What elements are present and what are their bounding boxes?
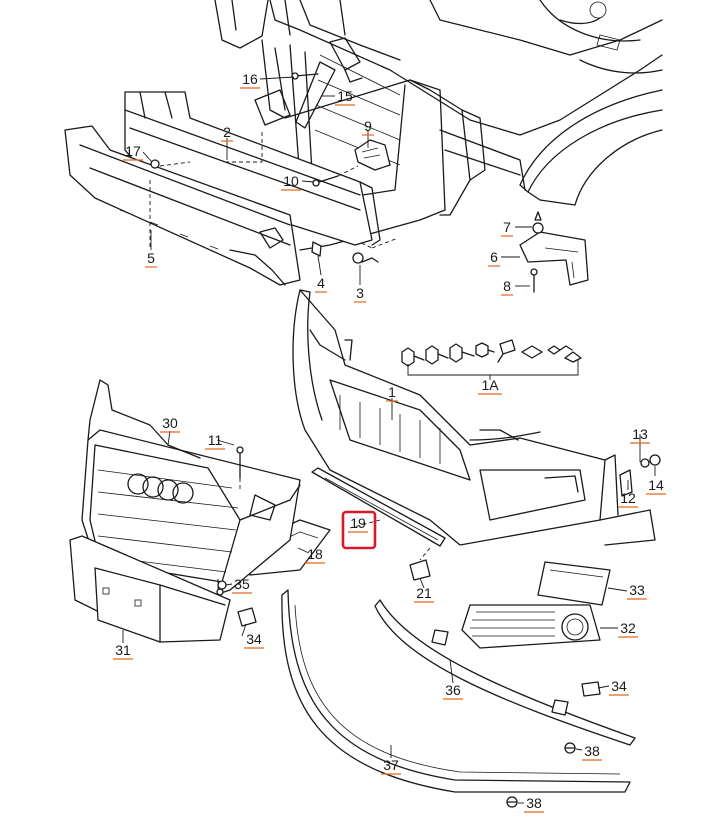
highlight-box-19 [341,510,377,550]
bolt-38a [564,742,576,754]
callout-36: 36 [443,682,463,700]
callout-2: 2 [221,124,233,142]
trim-strip-19 [311,467,446,547]
callout-15: 15 [335,88,355,106]
bolt-10 [312,165,359,187]
callout-16: 16 [240,71,260,89]
svg-text:34: 34 [611,678,627,694]
callout-38-upper: 38 [582,743,602,761]
callout-11: 11 [205,432,225,450]
bracket-15 [295,61,336,129]
svg-text:2: 2 [223,124,231,140]
svg-text:7: 7 [503,219,511,235]
callout-19: 19 [348,515,368,533]
callout-31: 31 [113,642,133,660]
callout-10: 10 [281,173,301,191]
svg-text:12: 12 [620,490,636,506]
side-bracket-assembly [519,211,589,293]
leader-lines [122,76,656,804]
bolt-38b [506,796,518,808]
callout-14: 14 [646,477,666,495]
spoiler-37 [281,589,631,793]
callout-3: 3 [354,285,366,303]
svg-text:10: 10 [283,173,299,189]
callout-5: 5 [145,250,157,268]
spoiler-36 [374,599,636,746]
callout-7: 7 [501,219,513,237]
svg-text:17: 17 [125,143,141,159]
callout-30: 30 [160,415,180,433]
bolt-35 [217,580,227,590]
svg-text:32: 32 [620,620,636,636]
clip-13-14 [619,454,661,497]
callout-13: 13 [630,426,650,444]
svg-text:38: 38 [526,795,542,811]
callout-37: 37 [381,757,401,775]
callout-1a: 1A [478,377,502,395]
fastener-kit-1a [401,339,582,380]
bumper-carrier-assembly [64,91,381,286]
svg-text:33: 33 [629,582,645,598]
callout-6: 6 [488,249,500,267]
svg-text:8: 8 [503,278,511,294]
svg-text:3: 3 [356,285,364,301]
svg-text:14: 14 [648,477,664,493]
callout-33: 33 [627,582,647,600]
callout-4: 4 [315,275,327,293]
svg-text:36: 36 [445,682,461,698]
svg-text:35: 35 [234,576,250,592]
svg-text:4: 4 [317,275,325,291]
callout-8: 8 [501,278,513,296]
svg-text:34: 34 [246,631,262,647]
callout-1: 1 [386,384,398,402]
svg-text:21: 21 [416,585,432,601]
svg-text:31: 31 [115,642,131,658]
callout-9: 9 [362,118,374,136]
bracket-9 [354,139,391,171]
svg-text:37: 37 [383,757,399,773]
cover-33 [537,561,611,606]
callout-21: 21 [414,585,434,603]
svg-text:13: 13 [632,426,648,442]
callout-18: 18 [305,546,325,564]
callout-34-right: 34 [609,678,629,696]
svg-text:5: 5 [147,250,155,266]
callout-38-lower: 38 [524,795,544,813]
svg-text:6: 6 [490,249,498,265]
fog-grille-32 [461,604,601,649]
svg-text:18: 18 [307,546,323,562]
svg-text:1: 1 [388,384,396,400]
callout-17: 17 [123,143,143,161]
grille-30 [81,379,301,601]
svg-text:9: 9 [364,118,372,134]
callout-34-left: 34 [244,631,264,649]
svg-text:30: 30 [162,415,178,431]
callout-35: 35 [232,576,252,594]
cap-21 [409,547,431,581]
bumper-cover-1 [292,289,656,546]
svg-text:19: 19 [350,515,366,531]
svg-text:11: 11 [208,432,223,448]
callout-12: 12 [618,490,638,508]
svg-text:38: 38 [584,743,600,759]
svg-text:16: 16 [242,71,258,87]
svg-text:15: 15 [337,88,353,104]
fastener-16 [291,72,319,80]
license-plate-bracket-31 [69,535,257,643]
callout-32: 32 [618,620,638,638]
svg-text:1A: 1A [481,377,499,393]
